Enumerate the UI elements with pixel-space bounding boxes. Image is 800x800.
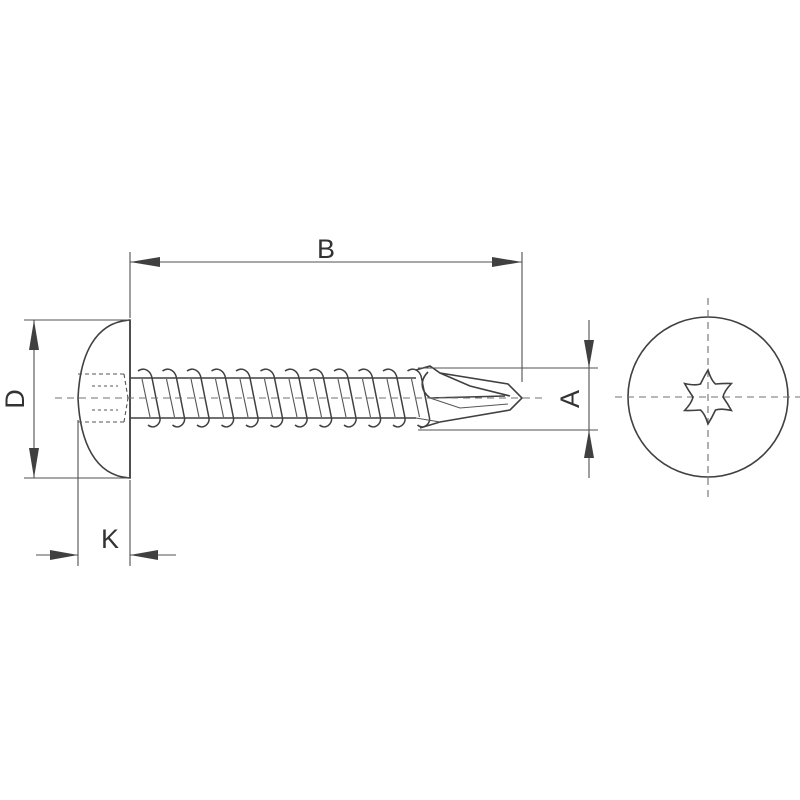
thread-crest bbox=[358, 368, 382, 428]
dimension-a-label: A bbox=[555, 390, 585, 408]
thread-root bbox=[165, 378, 176, 418]
dimension-b: B bbox=[129, 234, 523, 382]
dimension-d-label: D bbox=[0, 389, 30, 409]
thread-root bbox=[214, 378, 225, 418]
thread-root bbox=[361, 378, 372, 418]
screw-head bbox=[77, 319, 131, 479]
dimension-b-label: B bbox=[317, 234, 335, 264]
dimension-k: K bbox=[36, 420, 176, 566]
thread-root bbox=[263, 378, 274, 418]
drill-point bbox=[415, 365, 524, 429]
thread-root bbox=[239, 378, 249, 418]
thread-crest bbox=[235, 368, 259, 428]
head-top-view bbox=[615, 298, 800, 498]
thread-crest bbox=[284, 368, 308, 428]
torx-recess-icon bbox=[682, 368, 734, 426]
thread-root bbox=[190, 378, 200, 418]
screw-side-view bbox=[77, 319, 524, 479]
dimension-k-label: K bbox=[101, 524, 119, 554]
thread-crest bbox=[382, 368, 406, 428]
dimension-a: A bbox=[418, 320, 598, 478]
thread-crest bbox=[309, 368, 333, 428]
thread-root bbox=[288, 378, 298, 418]
dimension-d: D bbox=[0, 319, 128, 479]
thread-root bbox=[312, 378, 323, 418]
hidden-recess bbox=[78, 373, 129, 423]
thread-crest bbox=[260, 368, 284, 428]
thread-crest bbox=[333, 368, 357, 428]
thread-root bbox=[337, 378, 347, 418]
